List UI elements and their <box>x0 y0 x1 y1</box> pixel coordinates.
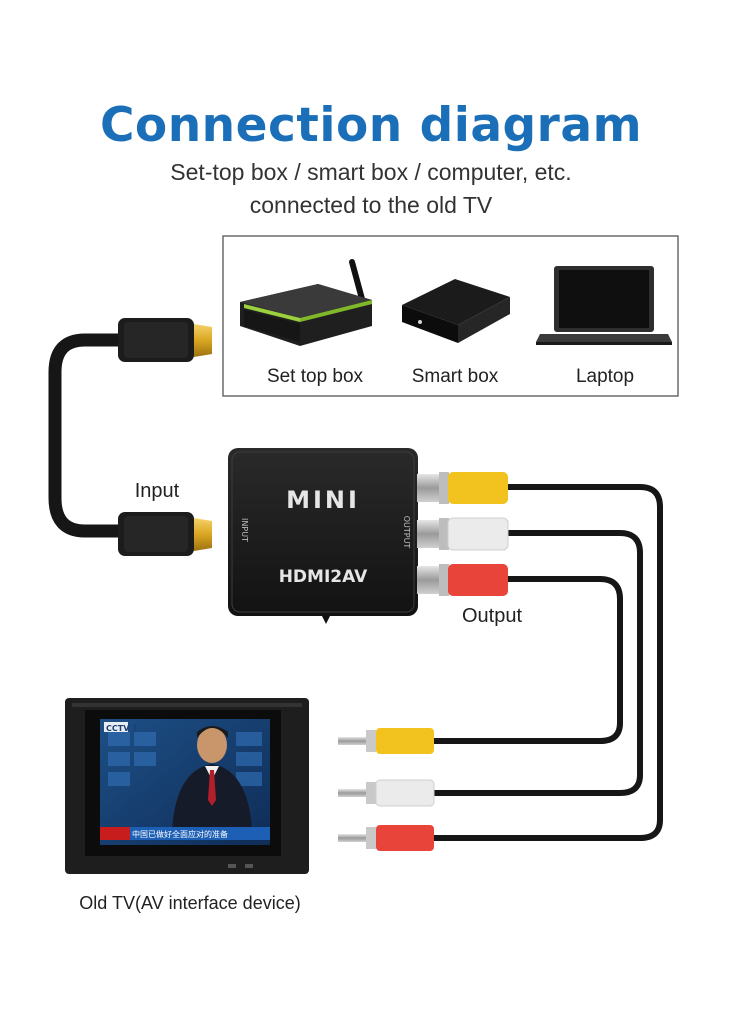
subtitle-line-2: connected to the old TV <box>249 192 493 218</box>
hdmi-plug-bottom <box>118 512 212 556</box>
label-input: Input <box>134 480 180 502</box>
page-title: Connection diagram <box>99 98 643 153</box>
label-old-tv: Old TV(AV interface device) <box>79 893 301 913</box>
label-laptop: Laptop <box>575 366 635 387</box>
rca-cables <box>427 484 663 841</box>
label-output: Output <box>461 605 523 627</box>
hdmi-cable <box>48 333 129 538</box>
output-rca-connectors <box>417 472 509 596</box>
hdmi2av-converter <box>228 448 418 624</box>
old-tv-image <box>65 698 309 874</box>
laptop-image <box>536 266 672 345</box>
hdmi-plug-top <box>118 318 212 362</box>
label-smart-box: Smart box <box>411 366 499 387</box>
smart-box-image <box>402 279 510 343</box>
subtitle-line-1: Set-top box / smart box / computer, etc. <box>170 159 572 185</box>
set-top-box-image <box>240 259 372 346</box>
label-set-top-box: Set top box <box>266 366 364 387</box>
tv-side-rca-plugs <box>338 728 435 851</box>
